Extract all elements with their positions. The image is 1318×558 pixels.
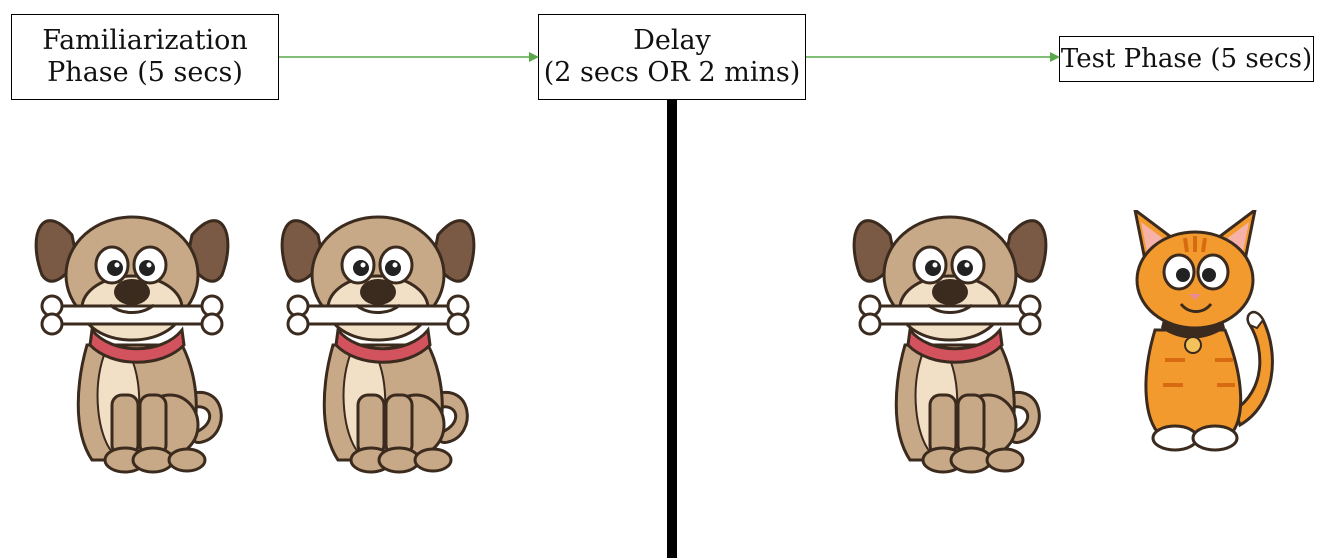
arrow-fam-to-delay	[279, 52, 539, 62]
dog-icon	[852, 215, 1048, 474]
delay-label-line2: (2 secs OR 2 mins)	[543, 57, 801, 88]
familiarization-phase-box: Familiarization Phase (5 secs)	[11, 14, 279, 100]
familiarization-label-line2: Phase (5 secs)	[47, 57, 243, 88]
cat-icon	[1133, 210, 1275, 452]
arrow-delay-to-test	[806, 52, 1060, 62]
dog-icon	[280, 215, 476, 474]
delay-label-line1: Delay	[633, 25, 711, 56]
test-label: Test Phase (5 secs)	[1060, 44, 1313, 74]
familiarization-label-line1: Familiarization	[42, 25, 248, 56]
delay-phase-box: Delay (2 secs OR 2 mins)	[538, 14, 806, 100]
dog-icon	[34, 215, 230, 474]
test-phase-box: Test Phase (5 secs)	[1059, 36, 1314, 82]
delay-divider-line	[667, 99, 677, 558]
